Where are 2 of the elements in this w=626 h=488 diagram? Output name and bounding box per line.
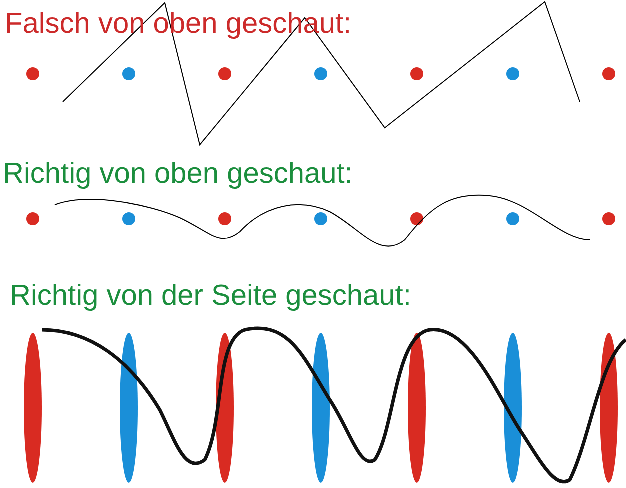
heading: Richtig von der Seite geschaut: <box>10 282 412 311</box>
heading: Richtig von oben geschaut: <box>3 160 353 189</box>
